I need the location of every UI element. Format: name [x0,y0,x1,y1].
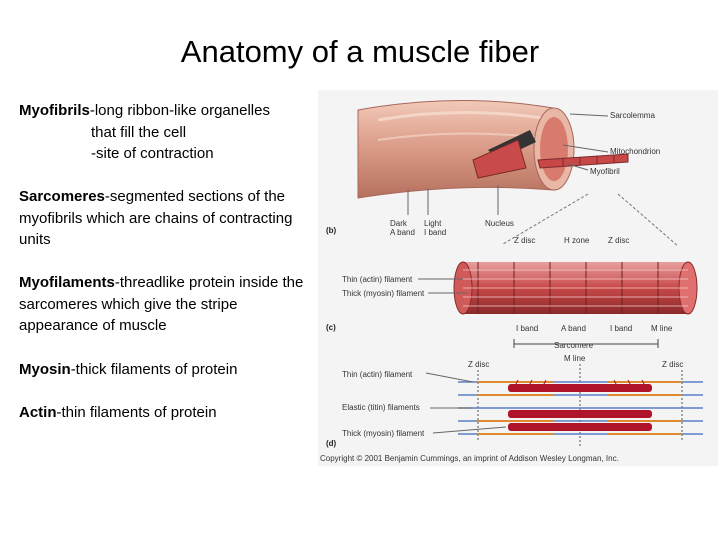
slide-title: Anatomy of a muscle fiber [180,34,540,69]
label-i-band-1: I band [516,324,538,333]
term-actin: Actin [19,404,57,421]
label-thin-filament-d: Thin (actin) filament [342,370,413,379]
label-sarcomere: Sarcomere [554,341,594,350]
guides-b-to-c [502,193,679,247]
label-a-band-c: A band [561,324,586,333]
term-myofibrils: Myofibrils [19,102,90,119]
label-mitochondrion: Mitochondrion [610,147,660,156]
bullet-myosin: Myosin-thick filaments of protein [19,359,319,381]
label-elastic-filaments: Elastic (titin) filaments [342,403,420,412]
label-panel-d: (d) [326,439,337,448]
label-m-line-c: M line [651,324,673,333]
label-z-disc-1: Z disc [514,236,535,245]
desc-myofibrils: -long ribbon-like organelles [89,102,270,119]
label-h-zone: H zone [564,236,590,245]
term-myofilaments: Myofilaments [19,274,115,291]
desc-actin: -thin filaments of protein [56,404,217,421]
desc-myosin: -thick filaments of protein [70,361,238,378]
label-thick-filament-d: Thick (myosin) filament [342,429,425,438]
label-thick-filament-c: Thick (myosin) filament [342,289,425,298]
sarcomere-bracket [513,339,659,348]
label-panel-b: (b) [326,226,337,235]
label-i-band-b: I band [424,228,446,237]
muscle-fiber-figure: Sarcolemma Mitochondrion Myofibril (b) D… [318,90,718,466]
label-myofibril: Myofibril [590,167,620,176]
muscle-fiber-illustration: Sarcolemma Mitochondrion Myofibril (b) D… [320,99,703,463]
bullet-actin: Actin-thin filaments of protein [19,402,319,424]
bullet-myofilaments: Myofilaments-threadlike protein inside t… [19,272,319,337]
bullet-sarcomeres: Sarcomeres-segmented sections of the myo… [19,186,319,251]
desc-myofilaments: -threadlike protein inside the sarcomere… [19,274,304,334]
label-thin-filament-c: Thin (actin) filament [342,275,413,284]
bullet-myofibrils: Myofibrils-long ribbon-like organelles t… [19,100,319,165]
panel-b-fiber [357,99,629,215]
desc-sarcomeres: -segmented sections of the myofibrils wh… [19,188,293,248]
label-sarcolemma: Sarcolemma [610,111,655,120]
label-z-disc-2: Z disc [608,236,629,245]
label-dark: Dark [390,219,408,228]
term-myosin: Myosin [19,361,71,378]
label-panel-c: (c) [326,323,336,332]
desc-myofibrils-line3: -site of contraction [91,145,214,162]
desc-myofibrils-line2: that fill the cell [91,123,187,141]
term-sarcomeres: Sarcomeres [19,188,105,205]
panel-c-myofibril [418,261,698,315]
label-a-band-b: A band [390,228,415,237]
label-z-disc-d1: Z disc [468,360,489,369]
label-i-band-2: I band [610,324,632,333]
label-z-disc-d2: Z disc [662,360,683,369]
label-nucleus: Nucleus [485,219,514,228]
label-m-line-d: M line [564,354,586,363]
label-light: Light [424,219,442,228]
figure-copyright: Copyright © 2001 Benjamin Cummings, an i… [320,454,619,463]
panel-d-filaments [425,364,703,446]
